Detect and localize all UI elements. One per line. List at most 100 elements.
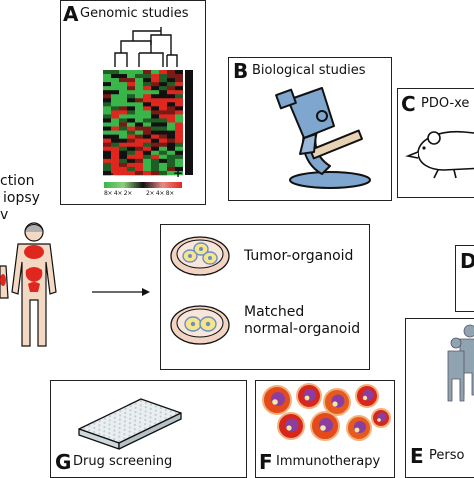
heatmap-cell: [159, 82, 167, 87]
well: [119, 410, 122, 413]
heatmap-cell: [103, 98, 111, 103]
well: [139, 400, 142, 403]
heatmap-cell: [103, 110, 111, 115]
heatmap-cell: [167, 98, 175, 103]
well: [113, 416, 116, 419]
well: [144, 406, 147, 409]
heatmap-cell: [143, 158, 151, 164]
well: [164, 408, 167, 411]
well: [113, 433, 116, 436]
well: [128, 422, 131, 425]
heatmap-cell: [175, 70, 183, 75]
heatmap-cell: [151, 154, 159, 160]
heatmap-cell: [103, 170, 111, 176]
well: [129, 413, 132, 416]
heatmap-cell: [151, 134, 159, 139]
heatmap-cell: [103, 130, 111, 135]
heatmap-cell: [103, 106, 111, 111]
well: [149, 412, 152, 415]
heatmap-cell: [135, 138, 143, 143]
heatmap-cell: [127, 114, 135, 119]
heatmap-cell: [127, 122, 135, 127]
well: [139, 412, 142, 415]
panel-g-letter: G: [55, 450, 72, 474]
heatmap-cell: [151, 78, 159, 83]
well: [98, 420, 101, 423]
well: [88, 429, 91, 432]
heatmap-cell: [167, 134, 175, 139]
heatmap-cell: [135, 86, 143, 91]
heatmap-cell: [127, 86, 135, 91]
immune-cell: [310, 411, 340, 441]
heatmap-cell: [151, 166, 159, 172]
heatmap-cell: [159, 114, 167, 119]
panel-b-label: Biological studies: [252, 63, 366, 78]
immune-cell: [371, 408, 391, 428]
heatmap-cell: [175, 94, 183, 99]
well: [134, 419, 137, 422]
well: [139, 404, 142, 407]
scale-right-ticks: 2× 4× 8×: [146, 190, 174, 197]
heatmap-cell: [167, 102, 175, 107]
heatmap-cell: [159, 162, 167, 168]
heatmap-cell: [143, 102, 151, 107]
heatmap-cell: [175, 106, 183, 111]
heatmap-cell: [111, 86, 119, 91]
well: [159, 419, 162, 422]
heatmap-cell: [127, 98, 135, 103]
heatmap-cell: [119, 154, 127, 160]
well: [134, 415, 137, 418]
well: [93, 422, 96, 425]
panel-a-label: Genomic studies: [80, 6, 189, 21]
well: [98, 428, 101, 431]
well: [149, 407, 152, 410]
well: [134, 402, 137, 405]
well: [93, 426, 96, 429]
heatmap-cell: [167, 90, 175, 95]
panel-c-letter: C: [401, 92, 416, 116]
heatmap-cell: [111, 146, 119, 152]
heatmap-cell: [159, 134, 167, 139]
well: [159, 411, 162, 414]
heatmap-cell: [127, 78, 135, 83]
heatmap-cell: [135, 106, 143, 111]
well: [124, 416, 127, 419]
well: [139, 408, 142, 411]
well: [164, 417, 167, 420]
heatmap-cell: [127, 106, 135, 111]
well: [83, 427, 86, 430]
heatmap-cell: [119, 162, 127, 168]
heatmap-cell: [151, 142, 159, 148]
heatmap-cell: [111, 110, 119, 115]
heatmap-cell: [111, 158, 119, 164]
well: [169, 414, 172, 417]
heatmap-cell: [111, 130, 119, 135]
well: [103, 426, 106, 429]
heatmap-cell: [159, 86, 167, 91]
well: [118, 427, 121, 430]
heatmap-cell: [127, 138, 135, 143]
heatmap-cell: [151, 110, 159, 115]
heatmap-cell: [111, 74, 119, 79]
heatmap-cell: [143, 122, 151, 127]
heatmap-cell: [175, 118, 183, 123]
well: [134, 411, 137, 414]
immune-cell: [346, 415, 372, 441]
heatmap-cell: [119, 134, 127, 139]
heatmap-cell: [175, 102, 183, 107]
heatmap-cell: [127, 166, 135, 172]
well: [108, 432, 111, 435]
normal-organoid-label-line2: normal-organoid: [244, 321, 361, 337]
heatmap-cell: [103, 78, 111, 83]
heatmap-cell: [103, 158, 111, 164]
heatmap-cell: [175, 142, 183, 148]
heatmap-cell: [143, 154, 151, 160]
heatmap-cell: [119, 98, 127, 103]
well: [123, 428, 126, 431]
heatmap-cell: [119, 82, 127, 87]
well: [113, 421, 116, 424]
heatmap-cell: [175, 154, 183, 160]
heatmap-cell: [143, 70, 151, 75]
heatmap-cell: [167, 142, 175, 148]
heatmap-cell: [111, 102, 119, 107]
